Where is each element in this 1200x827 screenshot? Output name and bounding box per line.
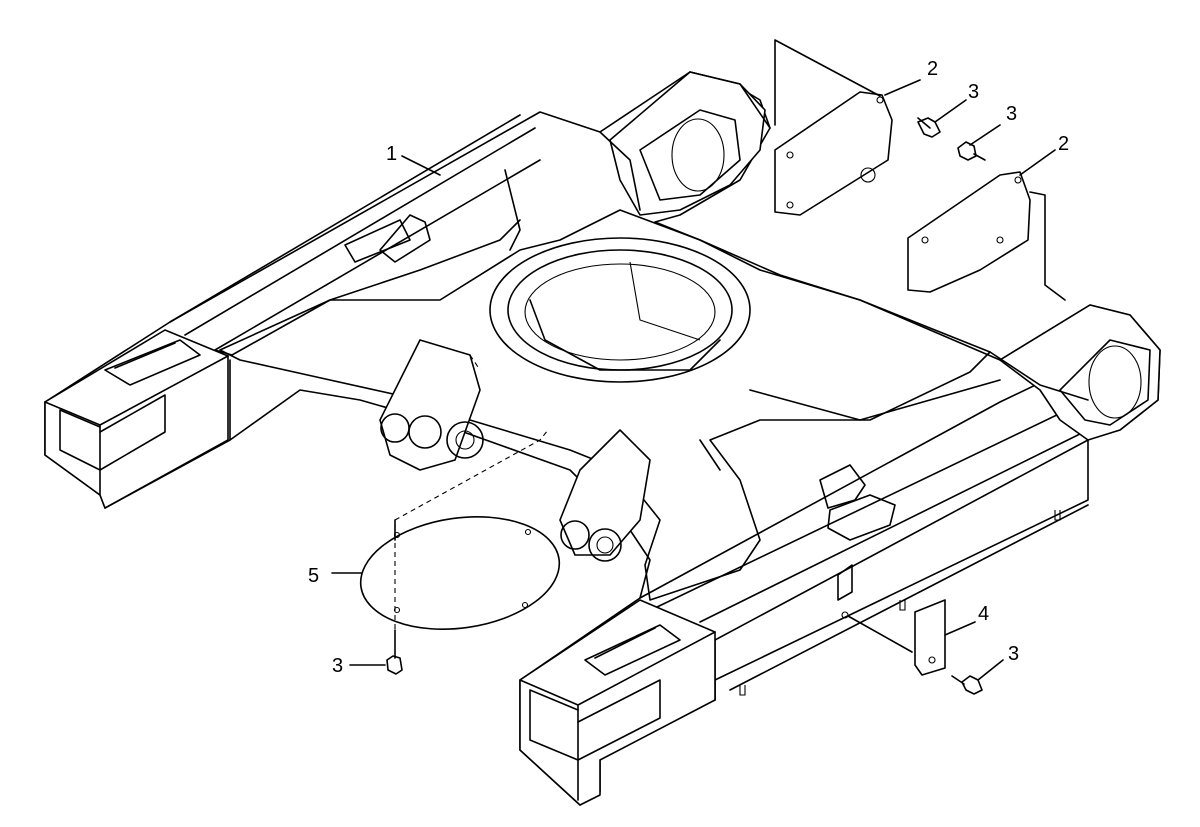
callout-3-top-right: 3 [1006, 103, 1017, 125]
bolt-icon [386, 629, 403, 675]
left-rail-cutout [344, 219, 411, 263]
cover-plate-left [774, 91, 893, 216]
left-rail-end [44, 329, 229, 509]
right-rail-end [519, 599, 716, 806]
callout-3-bottom-left: 3 [332, 655, 343, 677]
assembly-lines [394, 39, 1066, 653]
mounting-hole [841, 611, 849, 619]
center-plate-edge [504, 131, 1001, 471]
callout-3-bottom-right: 3 [1008, 643, 1019, 665]
rear-right-idler-bracket [989, 304, 1161, 441]
bolt-icon [957, 141, 986, 161]
swing-bearing-mount [489, 237, 751, 383]
leader-lines [331, 79, 1056, 681]
rail-notches [739, 510, 1061, 696]
right-rail-clip [819, 464, 866, 509]
callout-4: 4 [978, 603, 989, 625]
left-rail-clip [379, 214, 431, 263]
left-rail-top [169, 114, 541, 356]
callout-5: 5 [308, 565, 319, 587]
callout-3-top-left: 3 [968, 81, 979, 103]
right-rail-slot [837, 564, 853, 601]
callout-2-right: 2 [1058, 133, 1069, 155]
cover-plate-right [907, 171, 1031, 293]
left-rail-side [229, 219, 521, 441]
bracket-plate [914, 599, 946, 676]
center-plate-outline [219, 209, 991, 601]
right-rail-cutout [827, 494, 896, 541]
bolt-icon [951, 675, 983, 695]
bottom-cover-disc [359, 515, 561, 631]
bolt-icon [917, 117, 941, 138]
front-lugs [379, 339, 651, 562]
callout-2-left: 2 [927, 58, 938, 80]
callout-1: 1 [386, 143, 397, 165]
lower-frame [44, 71, 1161, 806]
rear-left-idler-bracket [609, 71, 771, 216]
